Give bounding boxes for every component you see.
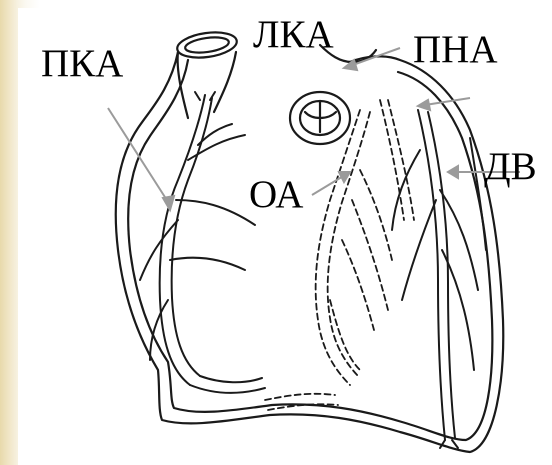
- oa-branch-3: [342, 240, 374, 330]
- lad-branch-3: [402, 200, 436, 300]
- pointer-pna: [425, 98, 470, 105]
- aorta-opening-inner: [184, 35, 230, 55]
- rca-branch-5: [150, 300, 168, 360]
- label-pna: ПНА: [413, 30, 498, 69]
- aorta-right-wall: [214, 52, 236, 112]
- circumflex-artery: [265, 100, 414, 410]
- left-anterior-descending: [392, 110, 486, 448]
- aorta-opening: [176, 29, 239, 61]
- aorta-left-wall: [178, 52, 188, 118]
- lad-branch-2: [442, 250, 474, 370]
- oa-bottom-1: [265, 394, 335, 400]
- label-oa: ОА: [249, 175, 303, 214]
- rca-branch-8: [200, 376, 262, 382]
- oa-main: [316, 110, 360, 385]
- label-lka: ЛКА: [253, 15, 334, 54]
- rca-branch-3: [176, 200, 255, 225]
- rca-main: [160, 95, 205, 385]
- rca-branch-7: [190, 385, 265, 393]
- rca-branch-4: [170, 258, 245, 270]
- pointer-oa: [312, 175, 345, 195]
- heart-outer-contour: [116, 52, 503, 452]
- oa-branch-4: [380, 100, 404, 220]
- lad-main: [418, 110, 445, 440]
- oa-branch-2: [352, 200, 388, 310]
- oa-branch-1: [360, 170, 392, 260]
- lad-branch-1: [440, 190, 478, 290]
- pulmonary-valve: [305, 102, 336, 132]
- oa-main-inner: [328, 112, 370, 376]
- label-pka: ПКА: [41, 44, 123, 83]
- pointer-dv-arrow: [448, 166, 458, 178]
- pointer-pka-arrow: [163, 196, 174, 210]
- pointer-pna-arrow: [418, 100, 430, 110]
- lad-branch-4: [392, 150, 420, 230]
- label-dv: ДВ: [484, 147, 537, 186]
